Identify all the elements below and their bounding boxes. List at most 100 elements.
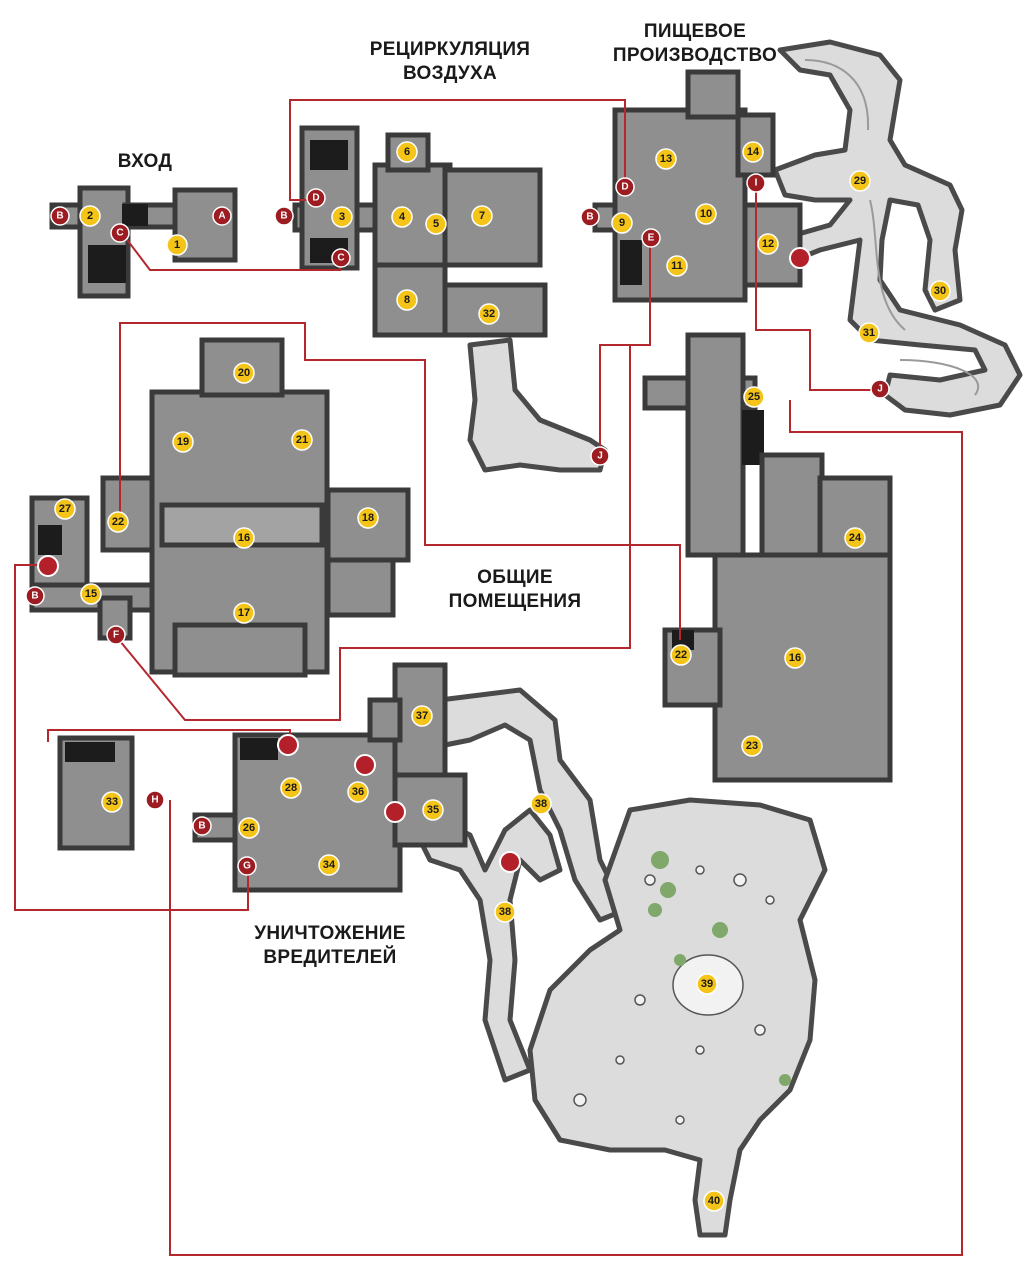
svg-text:I: I: [755, 178, 758, 189]
room-marker-21: 21: [291, 429, 313, 451]
svg-text:20: 20: [238, 367, 250, 379]
svg-text:H: H: [151, 795, 158, 806]
encounter-marker: [789, 247, 811, 269]
svg-text:38: 38: [535, 798, 547, 810]
connector-f: F: [106, 625, 126, 645]
room-marker-3: 3: [331, 206, 353, 228]
room-marker-38: 38: [530, 793, 552, 815]
room-marker-18: 18: [357, 507, 379, 529]
connector-h: H: [145, 790, 165, 810]
svg-text:G: G: [243, 861, 251, 872]
connector-i: I: [746, 173, 766, 193]
svg-text:19: 19: [177, 436, 189, 448]
room-marker-26: 26: [238, 817, 260, 839]
room-marker-8: 8: [396, 289, 418, 311]
svg-text:22: 22: [112, 516, 124, 528]
room-marker-12: 12: [757, 233, 779, 255]
svg-text:2: 2: [87, 210, 93, 222]
svg-text:28: 28: [285, 782, 297, 794]
svg-text:23: 23: [746, 740, 758, 752]
svg-text:11: 11: [671, 260, 683, 272]
svg-text:27: 27: [59, 503, 71, 515]
svg-text:17: 17: [238, 607, 250, 619]
encounter-marker: [277, 734, 299, 756]
room-marker-25: 25: [743, 386, 765, 408]
room-marker-11: 11: [666, 255, 688, 277]
connector-c: C: [110, 223, 130, 243]
connector-b: B: [580, 207, 600, 227]
cave-38-upper: [437, 687, 628, 923]
room-marker-10: 10: [695, 203, 717, 225]
connector-e: E: [641, 228, 661, 248]
room-marker-36: 36: [347, 781, 369, 803]
svg-text:18: 18: [362, 512, 374, 524]
room-number-markers: 1 2 3 4 5 6 7 8 9 10 11 12 13 14 15 16 1…: [54, 141, 951, 1212]
svg-text:C: C: [337, 253, 344, 264]
room-marker-30: 30: [929, 280, 951, 302]
svg-text:A: A: [218, 211, 225, 222]
connector-a: A: [212, 206, 232, 226]
room-marker-15: 15: [80, 583, 102, 605]
svg-text:J: J: [877, 384, 883, 395]
svg-text:13: 13: [660, 153, 672, 165]
room-marker-31: 31: [858, 322, 880, 344]
svg-text:J: J: [597, 451, 603, 462]
cave-38-lower: [412, 807, 563, 1083]
room-marker-34: 34: [318, 854, 340, 876]
svg-text:31: 31: [863, 327, 875, 339]
svg-text:30: 30: [934, 285, 946, 297]
svg-text:10: 10: [700, 208, 712, 220]
svg-text:B: B: [586, 212, 593, 223]
room-marker-6: 6: [396, 141, 418, 163]
encounter-marker: [499, 851, 521, 873]
room-marker-22: 22: [107, 511, 129, 533]
svg-text:26: 26: [243, 822, 255, 834]
room-marker-20: 20: [233, 362, 255, 384]
svg-text:D: D: [312, 193, 319, 204]
room-marker-16: 16: [233, 527, 255, 549]
encounter-markers: [37, 247, 811, 873]
svg-text:6: 6: [404, 146, 410, 158]
room-marker-13: 13: [655, 148, 677, 170]
svg-text:E: E: [648, 233, 655, 244]
room-marker-27: 27: [54, 498, 76, 520]
svg-text:29: 29: [854, 175, 866, 187]
room-marker-33: 33: [101, 791, 123, 813]
connector-b: B: [25, 586, 45, 606]
room-marker-29: 29: [849, 170, 871, 192]
room-marker-5: 5: [425, 213, 447, 235]
connector-b: B: [50, 206, 70, 226]
svg-text:32: 32: [483, 308, 495, 320]
room-marker-14: 14: [742, 141, 764, 163]
encounter-marker: [384, 801, 406, 823]
room-marker-24: 24: [844, 527, 866, 549]
svg-text:15: 15: [85, 588, 97, 600]
room-marker-2: 2: [79, 205, 101, 227]
rooms: [29, 69, 893, 893]
svg-text:25: 25: [748, 391, 760, 403]
room-marker-17: 17: [233, 602, 255, 624]
connector-letter-markers: A B B B B B C C D D E F G H I J J: [25, 173, 890, 876]
room-marker-19: 19: [172, 431, 194, 453]
svg-text:D: D: [621, 182, 628, 193]
svg-text:9: 9: [619, 217, 625, 229]
area-label-entrance: ВХОД: [117, 151, 173, 172]
svg-text:1: 1: [174, 239, 180, 251]
svg-text:3: 3: [339, 211, 345, 223]
room-marker-35: 35: [422, 799, 444, 821]
svg-text:36: 36: [352, 786, 364, 798]
connector-d: D: [306, 188, 326, 208]
room-marker-38: 38: [494, 901, 516, 923]
connector-d: D: [615, 177, 635, 197]
svg-text:21: 21: [296, 434, 308, 446]
connector-j: J: [870, 379, 890, 399]
connector-c: C: [331, 248, 351, 268]
svg-text:40: 40: [708, 1195, 720, 1207]
room-marker-28: 28: [280, 777, 302, 799]
encounter-marker: [354, 754, 376, 776]
svg-text:14: 14: [747, 146, 760, 158]
svg-text:B: B: [56, 211, 63, 222]
